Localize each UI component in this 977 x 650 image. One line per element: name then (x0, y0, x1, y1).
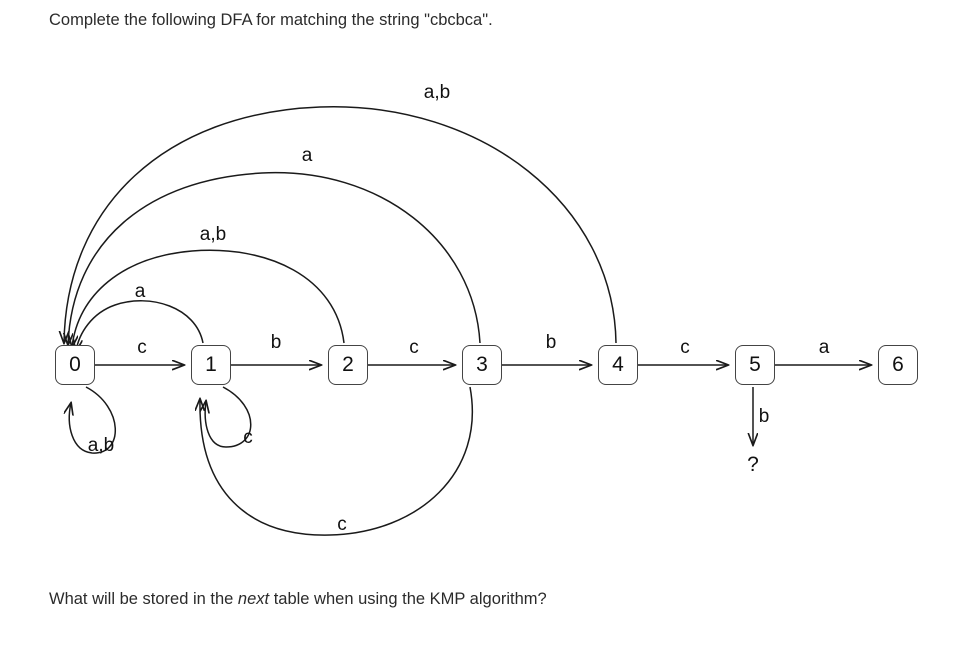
state-node-0[interactable]: 0 (55, 345, 95, 385)
state-label-4: 4 (612, 353, 624, 376)
state-node-2[interactable]: 2 (328, 345, 368, 385)
state-node-1[interactable]: 1 (191, 345, 231, 385)
edge-label-2-0: a,b (199, 224, 227, 245)
edge-label-5-unknown: b (758, 406, 770, 427)
edge-0-self-loop (69, 386, 116, 454)
state-node-6[interactable]: 6 (878, 345, 918, 385)
edge-label-5-6: a (818, 337, 830, 358)
edge-1-self-loop (205, 386, 252, 448)
state-node-5[interactable]: 5 (735, 345, 775, 385)
question-bottom: What will be stored in the next table wh… (49, 589, 547, 610)
edge-label-1-2: b (270, 332, 282, 353)
state-node-4[interactable]: 4 (598, 345, 638, 385)
dfa-diagram: 0 1 2 3 4 5 6 c b c b c a a,b c a a,b a … (0, 55, 977, 555)
edge-label-2-3: c (409, 337, 419, 358)
edge-3-to-0-arc (68, 171, 481, 345)
page-title: Complete the following DFA for matching … (49, 10, 493, 31)
state-label-3: 3 (476, 353, 488, 376)
edge-label-4-0: a,b (423, 82, 451, 103)
unknown-target-placeholder[interactable]: ? (747, 453, 759, 476)
edge-label-1-0: a (134, 281, 146, 302)
edge-1-to-0-arc (76, 300, 204, 351)
edge-4-to-0-arc (64, 106, 617, 343)
edge-2-to-0-arc (72, 249, 345, 347)
edge-label-4-5: c (680, 337, 690, 358)
edge-3-to-1-arc (200, 386, 474, 536)
edge-label-1-self: c (243, 427, 253, 448)
dfa-edges-canvas (0, 106, 977, 536)
state-label-2: 2 (342, 353, 354, 376)
question-bottom-part2: table when using the KMP algorithm? (269, 590, 547, 608)
question-top-text: Complete the following DFA for matching … (49, 11, 493, 29)
state-label-0: 0 (69, 353, 81, 376)
edge-label-0-1: c (137, 337, 147, 358)
question-bottom-part1: What will be stored in the (49, 590, 238, 608)
state-label-1: 1 (205, 353, 217, 376)
edge-label-3-1: c (337, 514, 347, 535)
state-label-6: 6 (892, 353, 904, 376)
state-node-3[interactable]: 3 (462, 345, 502, 385)
state-label-5: 5 (749, 353, 761, 376)
edge-label-3-0: a (301, 145, 313, 166)
question-bottom-emphasis: next (237, 590, 270, 608)
edge-label-3-4: b (545, 332, 557, 353)
edge-label-0-self: a,b (87, 435, 115, 456)
